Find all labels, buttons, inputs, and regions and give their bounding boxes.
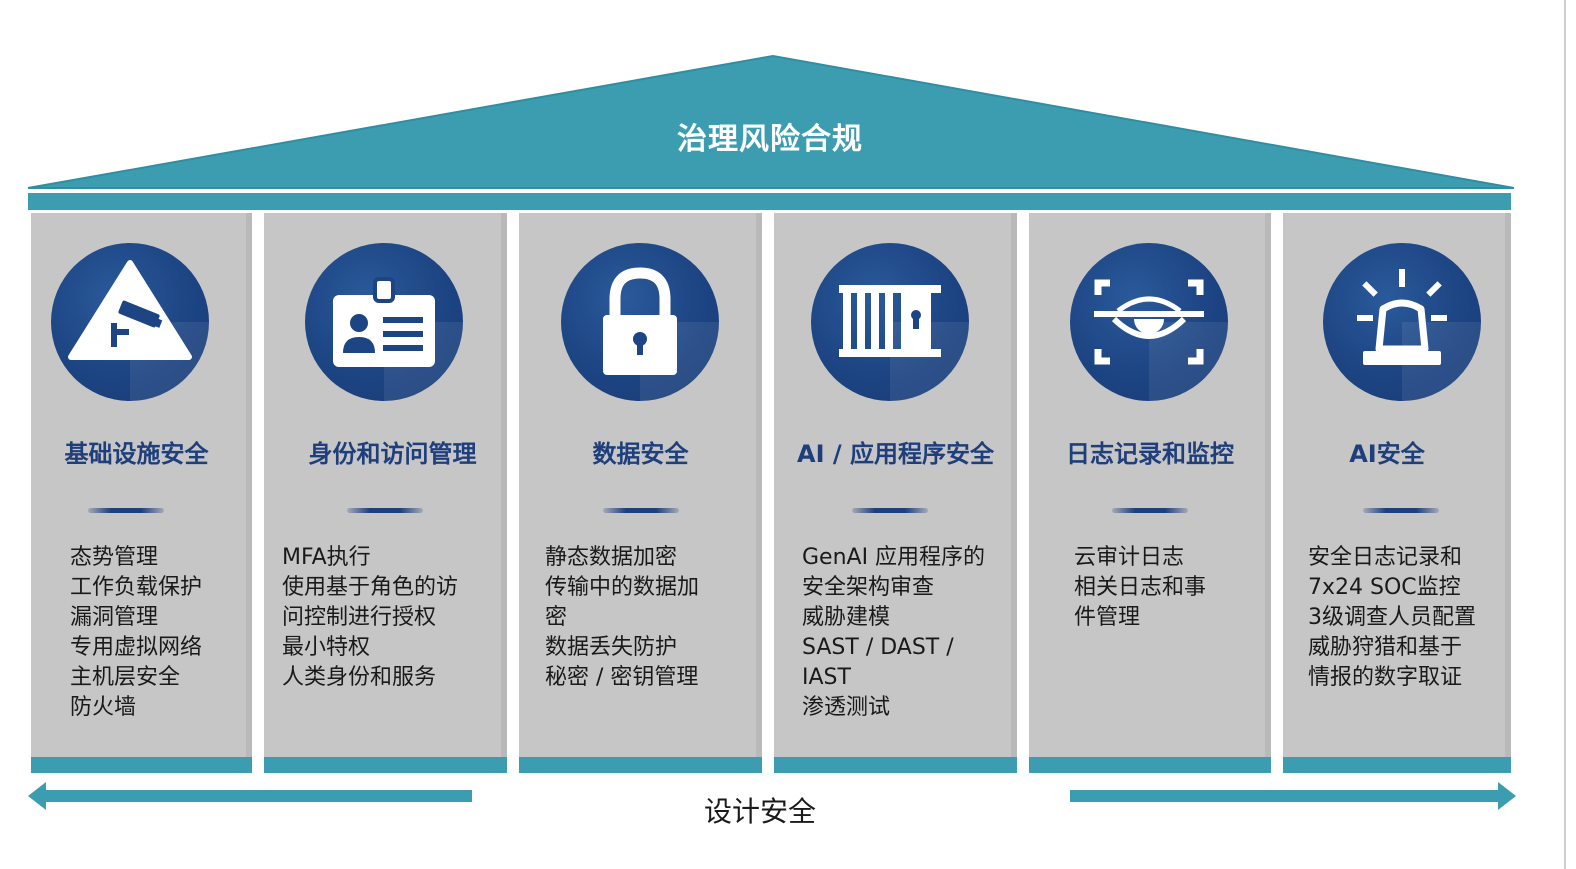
pillar-base xyxy=(1029,757,1271,773)
id-card-icon xyxy=(305,243,463,401)
list-item: 威胁建模 xyxy=(802,605,891,630)
pillar-ai-security: AI安全 安全日志记录和 7x24 SOC监控 3级调查人员配置 威胁狩猎和基于… xyxy=(1283,213,1511,773)
pillar-base xyxy=(519,757,762,773)
list-item: 密 xyxy=(545,605,568,630)
pillar-ai-application-security: AI / 应用程序安全 GenAI 应用程序的 安全架构审查 威胁建模 SAST… xyxy=(774,213,1017,773)
pillar-data-security: 数据安全 静态数据加密 传输中的数据加 密 数据丢失防护 秘密 / 密钥管理 xyxy=(519,213,762,773)
pillar-infrastructure-security: 基础设施安全 态势管理 工作负载保护 漏洞管理 专用虚拟网络 主机层安全 防火墙 xyxy=(31,213,252,773)
list-item: IAST xyxy=(802,665,851,690)
left-arrow xyxy=(28,782,472,810)
list-item: 问控制进行授权 xyxy=(282,605,437,630)
pillar-identity-access-management: 身份和访问管理 MFA执行 使用基于角色的访 问控制进行授权 最小特权 人类身份… xyxy=(264,213,507,773)
pillar-title: AI安全 xyxy=(1349,440,1425,468)
pillar-shade xyxy=(246,213,252,757)
right-arrow xyxy=(1070,782,1516,810)
pillar-logging-monitoring: 日志记录和监控 云审计日志 相关日志和事 件管理 xyxy=(1029,213,1271,773)
pillar-shade xyxy=(756,213,762,757)
list-item: 7x24 SOC监控 xyxy=(1308,575,1461,600)
pillar-title: 基础设施安全 xyxy=(64,440,209,468)
design-security-label: 设计安全 xyxy=(703,795,816,828)
pillar-shade xyxy=(1505,213,1511,757)
list-item: 情报的数字取证 xyxy=(1308,665,1463,690)
list-item: 专用虚拟网络 xyxy=(70,635,203,660)
pillar-base xyxy=(31,757,252,773)
list-item: GenAI 应用程序的 xyxy=(802,545,986,570)
list-item: SAST / DAST / xyxy=(802,635,954,660)
pillar-item-list: 安全日志记录和 7x24 SOC监控 3级调查人员配置 威胁狩猎和基于 情报的数… xyxy=(1308,543,1476,693)
pillar-title: 身份和访问管理 xyxy=(308,440,477,468)
list-item: 态势管理 xyxy=(70,545,159,570)
list-item: 威胁狩猎和基于 xyxy=(1308,635,1463,660)
pillar-item-list: 静态数据加密 传输中的数据加 密 数据丢失防护 秘密 / 密钥管理 xyxy=(545,543,699,693)
list-item: 主机层安全 xyxy=(70,665,181,690)
list-item: 安全日志记录和 xyxy=(1308,545,1463,570)
pillar-base xyxy=(774,757,1017,773)
pillar-item-list: GenAI 应用程序的 安全架构审查 威胁建模 SAST / DAST / IA… xyxy=(802,543,985,723)
list-item: 防火墙 xyxy=(70,695,137,720)
list-item: 3级调查人员配置 xyxy=(1308,605,1476,630)
pillar-divider xyxy=(347,508,423,513)
pillar-item-list: 云审计日志 相关日志和事 件管理 xyxy=(1074,543,1206,633)
list-item: MFA执行 xyxy=(282,545,371,570)
pillar-divider xyxy=(603,508,679,513)
pillar-item-list: 态势管理 工作负载保护 漏洞管理 专用虚拟网络 主机层安全 防火墙 xyxy=(70,543,202,723)
list-item: 相关日志和事 xyxy=(1074,575,1207,600)
pillar-divider xyxy=(1363,508,1439,513)
list-item: 漏洞管理 xyxy=(70,605,159,630)
alarm-siren-icon xyxy=(1323,243,1481,401)
list-item: 件管理 xyxy=(1074,605,1141,630)
list-item: 静态数据加密 xyxy=(545,545,678,570)
pillar-item-list: MFA执行 使用基于角色的访 问控制进行授权 最小特权 人类身份和服务 xyxy=(282,543,458,693)
list-item: 安全架构审查 xyxy=(802,575,935,600)
list-item: 云审计日志 xyxy=(1074,545,1185,570)
surveillance-camera-warning-icon xyxy=(51,243,209,401)
roof-title: 治理风险合规 xyxy=(677,122,863,157)
pillar-title: AI / 应用程序安全 xyxy=(797,440,994,468)
pillar-divider xyxy=(852,508,928,513)
pillar-title: 日志记录和监控 xyxy=(1066,440,1234,468)
eye-scan-icon xyxy=(1070,243,1228,401)
pillar-title: 数据安全 xyxy=(592,440,689,468)
list-item: 最小特权 xyxy=(282,635,371,660)
vault-lock-icon xyxy=(811,243,969,401)
page-frame-line xyxy=(1564,0,1566,869)
pillar-base xyxy=(264,757,507,773)
pillar-divider xyxy=(1112,508,1188,513)
pillar-shade xyxy=(501,213,507,757)
list-item: 工作负载保护 xyxy=(70,575,203,600)
roof-beam xyxy=(28,193,1511,210)
list-item: 秘密 / 密钥管理 xyxy=(545,665,699,690)
pillar-shade xyxy=(1265,213,1271,757)
pillar-base xyxy=(1283,757,1511,773)
pillar-divider xyxy=(88,508,164,513)
pillar-shade xyxy=(1011,213,1017,757)
list-item: 使用基于角色的访 xyxy=(282,575,459,600)
list-item: 人类身份和服务 xyxy=(282,665,437,690)
list-item: 数据丢失防护 xyxy=(545,635,678,660)
list-item: 传输中的数据加 xyxy=(545,575,700,600)
list-item: 渗透测试 xyxy=(802,695,891,720)
padlock-icon xyxy=(561,243,719,401)
roof-pediment xyxy=(27,54,1515,189)
